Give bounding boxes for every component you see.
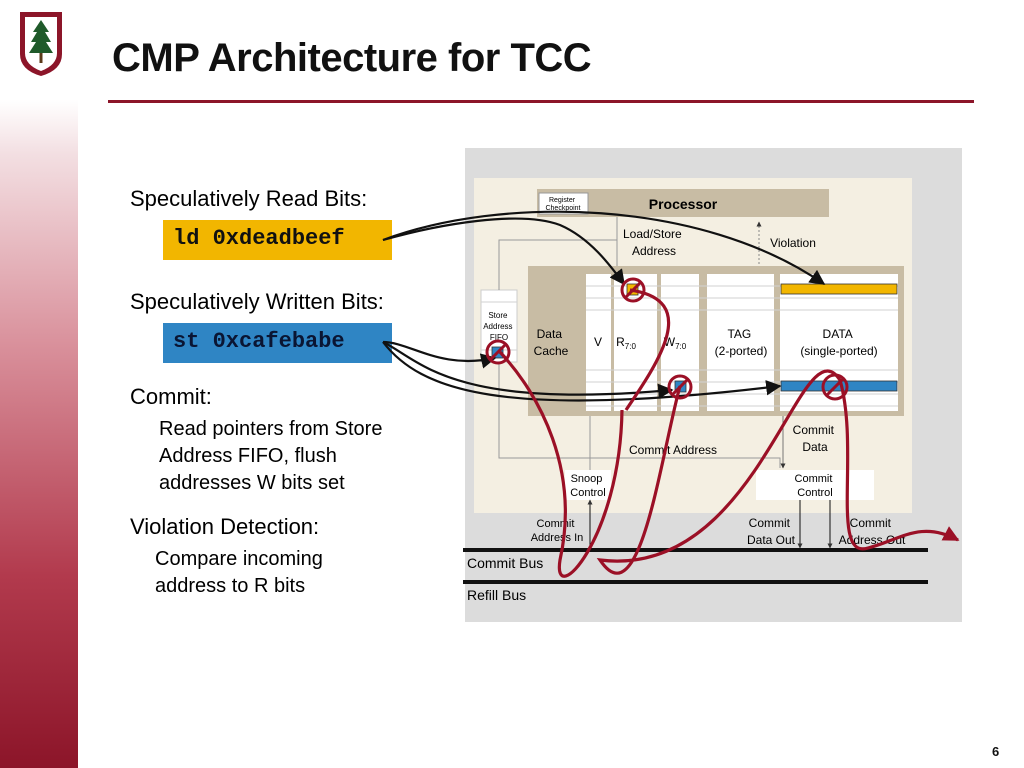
store-code-box: st 0xcafebabe bbox=[163, 323, 392, 363]
load-arrow-to-r-bits bbox=[382, 217, 625, 286]
store-arrow-to-fifo bbox=[382, 340, 497, 369]
refill-bus-label: Refill Bus bbox=[467, 587, 526, 603]
slide-title: CMP Architecture for TCC bbox=[112, 36, 592, 80]
commit-desc-line-1: Read pointers from Store bbox=[159, 418, 383, 440]
write-bits-heading: Speculatively Written Bits: bbox=[130, 289, 384, 314]
violation-path-red-2 bbox=[624, 288, 671, 411]
commit-desc-line-2: Address FIFO, flush bbox=[159, 445, 337, 467]
data-column-label: DATA (single-ported) bbox=[800, 327, 877, 358]
violation-path-red-1 bbox=[498, 350, 624, 578]
violation-description: Compare incoming address to R bits bbox=[155, 546, 323, 600]
cancel-icon bbox=[620, 277, 646, 303]
page-number: 6 bbox=[992, 744, 1000, 759]
commit-address-path bbox=[498, 362, 781, 468]
violation-desc-line-1: Compare incoming bbox=[155, 548, 323, 570]
commit-desc-line-3: addresses W bits set bbox=[159, 472, 345, 494]
commit-data-out-label: Commit Data Out bbox=[747, 516, 796, 547]
processor-label: Processor bbox=[649, 196, 718, 212]
load-store-to-fifo bbox=[498, 239, 617, 290]
read-bits-heading: Speculatively Read Bits: bbox=[130, 186, 368, 211]
stanford-logo-icon bbox=[20, 12, 62, 76]
commit-heading: Commit: bbox=[130, 384, 212, 409]
snoop-control-label: Snoop Control bbox=[570, 473, 605, 499]
commit-data-label: Commit Data bbox=[793, 423, 838, 454]
v-column-label: V bbox=[594, 335, 602, 349]
load-store-address-label: Load/Store Address bbox=[623, 227, 685, 258]
store-address-fifo-label: Store Address FIFO bbox=[483, 311, 515, 342]
data-cache-label: Data Cache bbox=[534, 327, 569, 358]
violation-desc-line-2: address to R bits bbox=[155, 575, 306, 597]
commit-control-label: Commit Control bbox=[795, 473, 836, 499]
load-code-box: ld 0xdeadbeef bbox=[163, 220, 392, 260]
commit-control-box bbox=[756, 470, 874, 500]
cancel-icon bbox=[667, 374, 693, 400]
register-checkpoint-label: Register Checkpoint bbox=[545, 197, 580, 212]
cancel-icon bbox=[821, 373, 849, 401]
violation-heading: Violation Detection: bbox=[130, 514, 320, 539]
cancel-icon bbox=[485, 339, 511, 365]
commit-address-out-label: Commit Address Out bbox=[839, 516, 906, 547]
commit-bus-label: Commit Bus bbox=[467, 555, 543, 571]
snoop-control-box bbox=[565, 470, 611, 500]
title-divider bbox=[108, 100, 974, 103]
data-load-highlight bbox=[780, 283, 898, 295]
register-checkpoint-box bbox=[538, 192, 589, 215]
commit-path-red bbox=[596, 369, 960, 575]
tag-column-label: TAG (2-ported) bbox=[715, 327, 768, 358]
violation-label: Violation bbox=[770, 236, 816, 250]
commit-address-label: Commit Address bbox=[629, 443, 717, 457]
commit-description: Read pointers from Store Address FIFO, f… bbox=[159, 416, 382, 497]
sidebar-gradient bbox=[0, 0, 78, 768]
r-column-label: R7:0 bbox=[616, 335, 636, 351]
load-arrow-to-data bbox=[382, 210, 826, 285]
store-arrow-to-w-bits bbox=[382, 341, 674, 399]
